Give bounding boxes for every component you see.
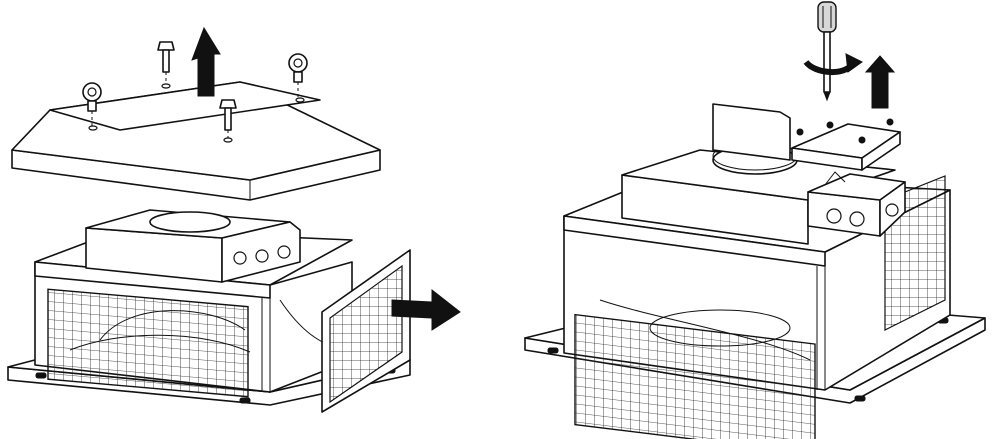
eye-bolt-icon <box>82 82 102 126</box>
arrow-up-icon <box>864 55 896 109</box>
rotate-arrow-icon <box>803 53 863 75</box>
left-side-grille <box>321 249 411 413</box>
bolt-icon <box>219 99 237 138</box>
right-panel <box>524 1 986 439</box>
eye-bolt-icon <box>288 53 308 98</box>
arrow-up-icon <box>191 26 221 97</box>
bolt-icon <box>157 41 175 84</box>
terminal-box-cover <box>712 103 901 171</box>
screwdriver-icon <box>817 1 837 102</box>
right-terminal-box <box>807 171 906 237</box>
left-fan-housing <box>34 229 353 398</box>
left-panel <box>7 26 461 413</box>
arrow-right-icon <box>391 288 461 331</box>
left-hood <box>11 81 381 201</box>
left-terminal-box <box>85 209 301 283</box>
